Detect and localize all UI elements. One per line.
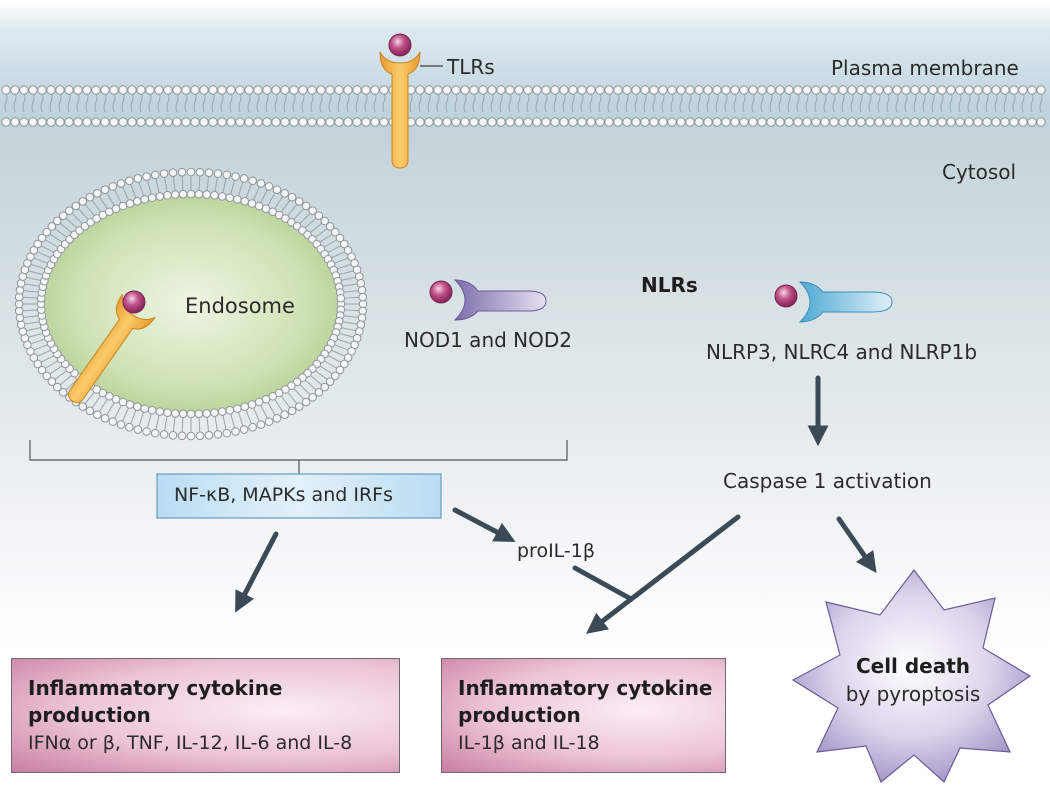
left-cytokine-title: Inflammatory cytokine production [28, 676, 283, 727]
pathway-arrows [235, 375, 877, 634]
tlr-receptor-endosome [67, 294, 156, 404]
middle-cytokine-box: Inflammatory cytokine production IL-1β a… [441, 658, 726, 773]
arrow-caspase-to-cell-death [836, 516, 877, 574]
caspase-label: Caspase 1 activation [723, 469, 932, 493]
arrow-tf-to-proil [452, 507, 516, 542]
middle-cytokine-title: Inflammatory cytokine production [458, 676, 713, 727]
tlrs-label: TLRs [447, 55, 495, 79]
arrow-tf-to-left-cytokines [235, 531, 279, 613]
plasma-membrane-bilayer [1, 85, 1046, 127]
nlrs-label: NLRs [641, 273, 698, 297]
cell-death-starburst [791, 569, 1032, 783]
proil-label: proIL-1β [517, 540, 596, 562]
transcription-factors-label: NF-κB, MAPKs and IRFs [174, 484, 393, 506]
ligand-endosome [122, 290, 146, 314]
tlr-receptor-plasma-membrane [379, 33, 421, 169]
sensing-bracket [29, 440, 568, 474]
cytosol-label: Cytosol [942, 160, 1017, 184]
middle-cytokine-detail: IL-1β and IL-18 [458, 732, 600, 754]
nlrp-label: NLRP3, NLRC4 and NLRP1b [706, 340, 978, 364]
plasma-membrane-label: Plasma membrane [831, 56, 1019, 80]
endosome-vesicle [14, 167, 368, 441]
transcription-factors-box-shape [156, 473, 442, 519]
nlrp-receptor [774, 281, 893, 323]
nod-label: NOD1 and NOD2 [404, 328, 572, 352]
cell-death-detail: by pyroptosis [845, 682, 981, 706]
line-proil-to-cleavage [572, 565, 634, 602]
left-cytokine-box: Inflammatory cytokine production IFNα or… [11, 658, 400, 773]
nod-receptor [429, 279, 547, 321]
endosome-label: Endosome [185, 294, 295, 318]
left-cytokine-detail: IFNα or β, TNF, IL-12, IL-6 and IL-8 [28, 732, 353, 754]
arrow-caspase-to-middle-cytokines [586, 514, 741, 634]
cell-death-title: Cell death [855, 654, 971, 678]
